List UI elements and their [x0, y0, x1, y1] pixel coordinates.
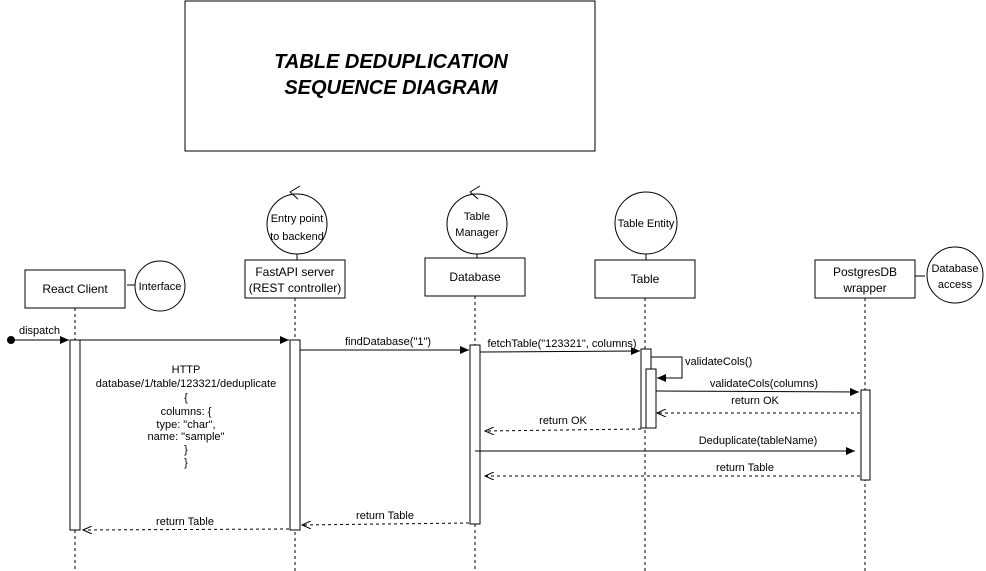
find-database-label: findDatabase("1") [345, 336, 431, 348]
return-table-label: return Table [716, 462, 774, 474]
http-note-line: database/1/table/123321/deduplicate [96, 378, 276, 390]
react-client-label: React Client [42, 282, 108, 296]
return-ok-label: return OK [731, 395, 779, 407]
postgres-label-line1: PostgresDB [833, 265, 897, 279]
database-access-stereotype: Database access [915, 246, 984, 304]
entry-point-control: Entry point to backend [266, 185, 328, 260]
participant-postgres: PostgresDB wrapper [814, 259, 916, 299]
http-note-line: columns: { [161, 406, 212, 418]
diagram-title-line2: SEQUENCE DIAGRAM [284, 77, 499, 99]
http-note-line: { [184, 392, 188, 404]
validate-cols-label: validateCols(columns) [710, 378, 818, 390]
fastapi-label-line2: (REST controller) [249, 281, 341, 295]
http-note-line: } [184, 457, 188, 469]
table-manager-control: Table Manager [446, 185, 508, 258]
activation-table-nested [645, 368, 657, 429]
postgres-label-line2: wrapper [842, 281, 886, 295]
return-table-label: return Table [156, 516, 214, 528]
message-validate-cols: validateCols(columns) [655, 378, 860, 396]
message-return-ok-table: return OK [485, 415, 642, 431]
entry-point-label-line1: Entry point [271, 213, 324, 225]
participant-react-client: React Client [24, 269, 126, 309]
activation-react-client [69, 339, 81, 531]
message-deduplicate: Deduplicate(tableName) [475, 435, 855, 455]
participant-database: Database [424, 257, 526, 297]
deduplicate-label: Deduplicate(tableName) [699, 435, 818, 447]
http-note-line: } [184, 444, 188, 456]
message-find-database: findDatabase("1") [300, 336, 469, 354]
interface-stereotype: Interface [127, 260, 186, 312]
message-return-table-postgres: return Table [485, 462, 860, 476]
activation-database [469, 344, 481, 525]
fastapi-label-line1: FastAPI server [255, 265, 334, 279]
interface-label: Interface [139, 281, 182, 293]
database-label: Database [449, 270, 501, 284]
http-note-line: HTTP [172, 364, 201, 376]
message-return-ok-postgres: return OK [657, 395, 860, 413]
fetch-table-label: fetchTable("123321", columns) [487, 338, 636, 350]
message-return-table-fastapi: return Table [83, 516, 290, 530]
activation-postgres [860, 389, 871, 481]
validate-cols-self-label: validateCols() [685, 356, 752, 368]
database-access-label-line2: access [938, 279, 973, 291]
http-request-note: HTTP database/1/table/123321/deduplicate… [96, 364, 276, 469]
table-entity-label: Table Entity [618, 218, 675, 230]
table-entity-stereotype: Table Entity [614, 191, 678, 260]
message-return-table-database: return Table [302, 510, 470, 525]
database-access-label-line1: Database [931, 263, 978, 275]
participant-table: Table [594, 259, 696, 299]
dispatch-label: dispatch [19, 325, 60, 337]
http-note-line: type: "char", [156, 419, 215, 431]
diagram-title-line1: TABLE DEDUPLICATION [274, 51, 508, 73]
table-manager-label-line2: Manager [455, 227, 499, 239]
message-validate-cols-self: validateCols() [651, 356, 752, 382]
return-table-label: return Table [356, 510, 414, 522]
return-ok-label: return OK [539, 415, 587, 427]
message-fetch-table: fetchTable("123321", columns) [479, 338, 641, 356]
http-note-line: name: "sample" [148, 431, 225, 443]
title-box: TABLE DEDUPLICATION SEQUENCE DIAGRAM [184, 0, 596, 152]
message-dispatch: dispatch [7, 325, 69, 344]
activation-fastapi [289, 339, 301, 531]
table-label: Table [631, 272, 660, 286]
table-manager-label-line1: Table [464, 211, 490, 223]
participant-fastapi: FastAPI server (REST controller) [244, 259, 346, 299]
entry-point-label-line2: to backend [270, 231, 324, 243]
